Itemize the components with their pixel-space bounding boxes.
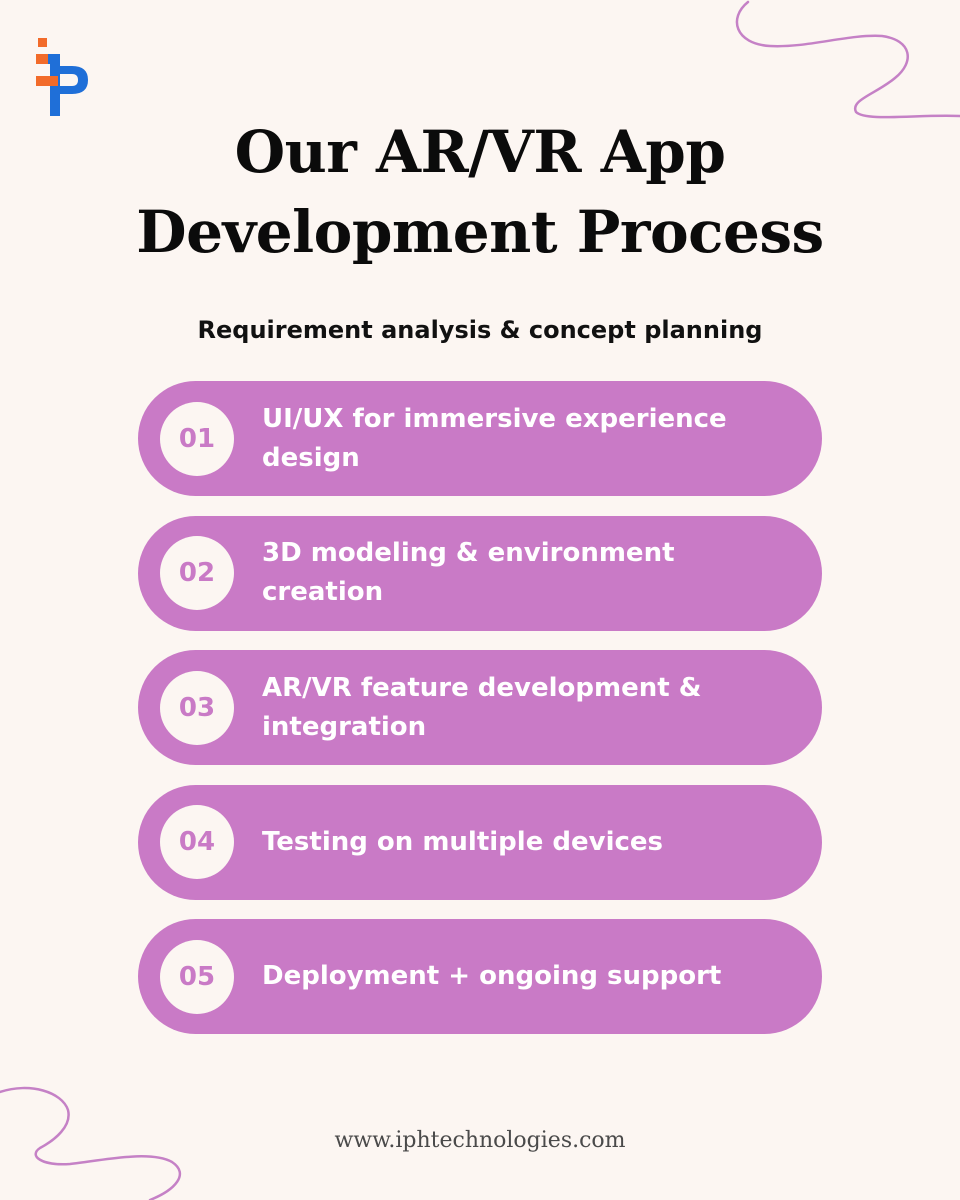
squiggle-top-right-icon <box>735 0 960 119</box>
step-number-badge: 05 <box>160 939 234 1014</box>
step-number-badge: 02 <box>160 536 234 610</box>
step-label: Deployment + ongoing support <box>262 961 722 991</box>
process-step-05: 05 Deployment + ongoing support <box>138 919 822 1034</box>
step-label: Testing on multiple devices <box>262 826 664 857</box>
iph-logo-icon <box>36 38 88 116</box>
step-label: UI/UX for immersive experience design <box>262 403 727 473</box>
process-step-02: 02 3D modeling & environment creation <box>138 515 822 631</box>
process-steps-list: 01 UI/UX for immersive experience design… <box>138 381 822 1054</box>
step-label: AR/VR feature development & integration <box>262 672 702 742</box>
step-number-badge: 01 <box>160 401 234 476</box>
step-number-badge: 04 <box>160 805 234 879</box>
page-title: Our AR/VR App Development Process <box>60 112 900 272</box>
step-number-badge: 03 <box>160 670 234 745</box>
website-url: www.iphtechnologies.com <box>334 1128 626 1153</box>
page-subtitle: Requirement analysis & concept planning <box>197 316 763 344</box>
step-label: 3D modeling & environment creation <box>262 538 675 607</box>
page-title-line-2: Development Process <box>136 198 824 266</box>
process-step-01: 01 UI/UX for immersive experience design <box>138 381 822 496</box>
process-step-03: 03 AR/VR feature development & integrati… <box>138 650 822 765</box>
process-step-04: 04 Testing on multiple devices <box>138 784 822 900</box>
page-title-line-1: Our AR/VR App <box>234 118 726 186</box>
